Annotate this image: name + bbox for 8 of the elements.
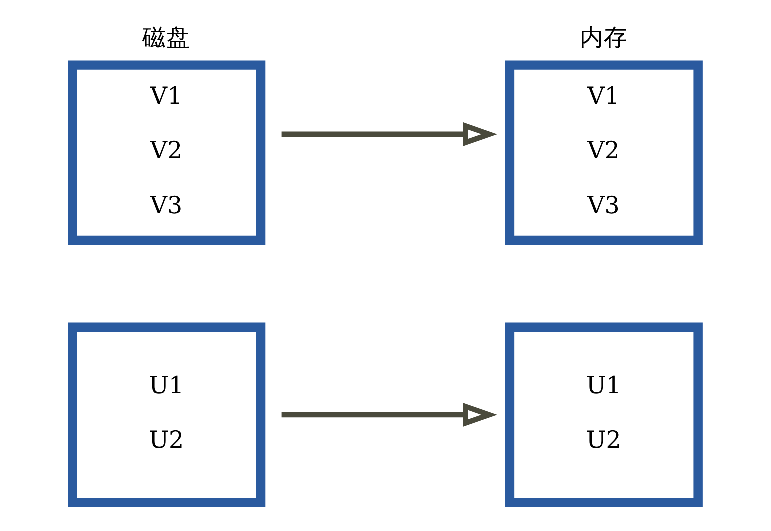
node-label: 磁盘	[142, 23, 190, 52]
node-box: V1 V2 V3	[505, 60, 703, 246]
arrow	[282, 402, 498, 427]
node-box: V1 V2 V3	[68, 60, 266, 246]
arrow	[282, 122, 498, 146]
node-label: 内存	[580, 23, 628, 52]
node-box: U1 U2	[505, 322, 703, 508]
node-box: U1 U2	[68, 322, 266, 508]
